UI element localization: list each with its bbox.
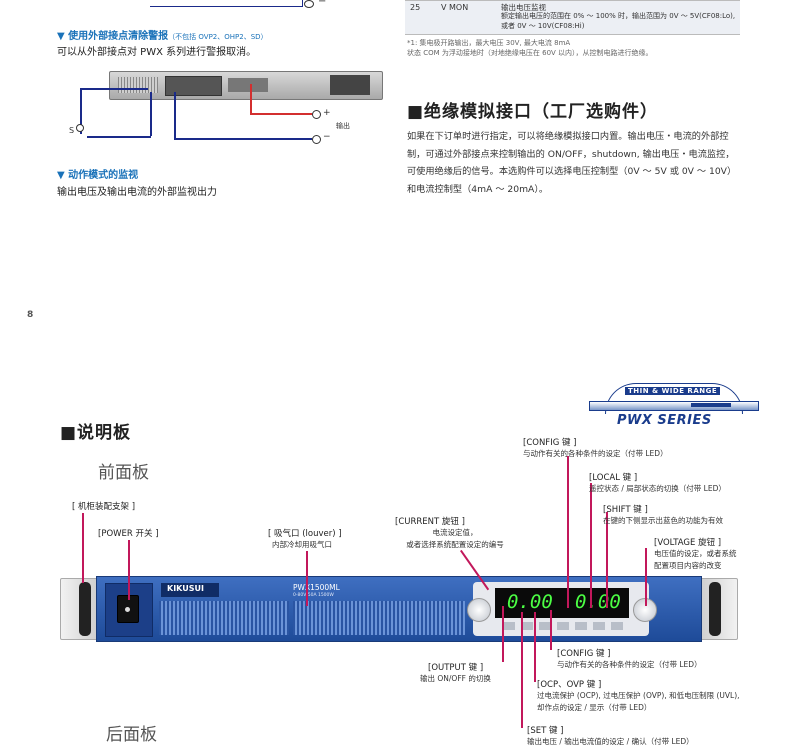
rear-vent: [118, 77, 158, 93]
pin-signal: V MON: [441, 3, 469, 12]
switch-label: S: [69, 126, 75, 135]
alarm-heading-text: ▼ 使用外部接点清除警报: [57, 31, 169, 42]
wire-red-v: [250, 84, 252, 114]
power-switch-led: [125, 607, 130, 612]
pin-desc-body: 额定输出电压的范围在 0% ～ 100% 时，输出范围为 0V ～ 5V(CF0…: [501, 12, 736, 30]
local-callout-desc: 遥控状态 / 局部状态的切换（付带 LED）: [589, 484, 726, 493]
rear-output-terminal: [330, 75, 370, 95]
leader-power: [128, 540, 130, 600]
logo-bar: [589, 401, 759, 411]
isolation-title: ■绝缘模拟接口（工厂选购件）: [407, 102, 659, 122]
alarm-heading: ▼ 使用外部接点清除警报（不包括 OVP2、OHP2、SD）: [57, 27, 268, 42]
logo-bar-window: [691, 403, 731, 407]
wire-h1: [80, 88, 148, 90]
plus-sign: +: [323, 108, 331, 118]
wire-h3: [174, 138, 312, 140]
front-panel-label: 前面板: [98, 463, 149, 483]
current-callout-desc: 电流设定值， 或者选择系统配置设定的编号: [406, 528, 504, 549]
rear-panel-label: 后面板: [106, 725, 157, 745]
leader-shift: [606, 512, 608, 608]
footnote: *1: 集电极开路输出，最大电压 30V, 最大电流 8mA 状态 COM 为浮…: [407, 39, 653, 57]
rack-callout: [ 机柜装配支架 ]: [72, 502, 136, 512]
pin-number: 25: [410, 3, 421, 12]
louver-callout-desc: 内部冷却用吸气口: [272, 540, 332, 549]
current-callout-title: [CURRENT 旋钮 ]: [395, 517, 465, 527]
leader-output: [502, 606, 504, 662]
output-callout-title: [OUTPUT 键 ]: [428, 663, 484, 673]
wire-v2: [150, 92, 152, 136]
front-panel: KIKUSUI PWX1500ML 0-80V 50A 1500W 0.00 0…: [96, 576, 702, 642]
top-wire: [150, 0, 303, 7]
voltage-callout-title: [VOLTAGE 旋钮 ]: [654, 538, 722, 548]
handle-left: [79, 582, 91, 636]
louver-callout-title: [ 吸气口 (louver) ]: [268, 529, 342, 539]
voltage-callout-desc: 电压值的设定，或者系统 配置项目内容的改变: [654, 549, 737, 570]
kikusui-logo: KIKUSUI: [161, 583, 219, 597]
rear-connector: [165, 76, 222, 96]
logo-main-text: PWX SERIES: [617, 413, 712, 428]
pin-desc-title: 输出电压监视: [501, 3, 546, 12]
leader-config1: [567, 456, 569, 608]
rear-lan: [228, 78, 268, 92]
alarm-body: 可以从外部接点对 PWX 系列进行警报取消。: [57, 47, 257, 58]
isolation-body: 如果在下订单时进行指定，可以将绝缘模拟接口内置。输出电压・电流的外部控制，可通过…: [407, 131, 737, 195]
table-row: 25 V MON 输出电压监视 额定输出电压的范围在 0% ～ 100% 时，输…: [405, 1, 740, 35]
leader-voltage: [645, 548, 647, 606]
leader-louver: [306, 551, 308, 606]
local-callout-title: [LOCAL 键 ]: [589, 473, 638, 483]
set-callout-desc: 输出电压 / 输出电流值的设定 / 确认（付带 LED）: [527, 737, 694, 746]
pwx-logo: THIN & WIDE RANGE PWX SERIES: [587, 383, 759, 433]
logo-top-text: THIN & WIDE RANGE: [625, 387, 721, 395]
table-top-rule: [405, 0, 740, 1]
louver-right: [293, 601, 465, 635]
ocp-callout-desc: 过电流保护 (OCP), 过电压保护 (OVP), 和低电压制限 (UVL), …: [537, 691, 740, 712]
wire-v3: [174, 92, 176, 138]
voltmeter-display: 0.00: [575, 591, 621, 613]
minus-sign: −: [323, 132, 331, 142]
monitor-body: 输出电压及输出电流的外部监视出力: [57, 187, 217, 198]
top-minus: −: [318, 0, 327, 7]
power-callout: [POWER 开关 ]: [98, 529, 159, 539]
leader-local: [590, 483, 592, 608]
config1-callout-desc: 与动作有关的各种条件的设定（付带 LED）: [523, 449, 668, 458]
control-panel: 0.00 0.00: [467, 582, 657, 636]
leader-ocp: [534, 612, 536, 682]
kikusui-logo-text: KIKUSUI: [167, 584, 204, 593]
ocp-callout-title: [OCP、OVP 键 ]: [537, 680, 602, 690]
button-row: [503, 622, 623, 630]
output-callout-desc: 输出 ON/OFF 的切换: [420, 674, 491, 683]
wire-vertical-1: [80, 88, 82, 134]
ammeter-display: 0.00: [507, 591, 553, 613]
model-label: PWX1500ML: [293, 583, 340, 592]
page-number: 8: [27, 310, 34, 320]
display: 0.00 0.00: [495, 588, 629, 618]
wire-h2: [87, 136, 151, 138]
panel-title: ■说明板: [60, 423, 132, 443]
leader-config2: [550, 610, 552, 650]
wire-red-h: [250, 113, 312, 115]
config1-callout-title: [CONFIG 键 ]: [523, 438, 577, 448]
spec-label: 0-80V 50A 1500W: [293, 593, 334, 598]
louver-left: [159, 601, 289, 635]
current-knob[interactable]: [467, 598, 491, 622]
shift-callout-desc: 在键的下侧显示出蓝色的功能为有效: [603, 516, 723, 525]
switch-contact: [76, 124, 84, 132]
leader-set: [521, 612, 523, 728]
config2-callout-title: [CONFIG 键 ]: [557, 649, 611, 659]
output-label: 输出: [336, 122, 350, 130]
alarm-heading-note: （不包括 OVP2、OHP2、SD）: [168, 33, 268, 41]
config2-callout-desc: 与动作有关的各种条件的设定（付带 LED）: [557, 660, 702, 669]
rear-panel-image: [109, 71, 383, 100]
set-callout-title: [SET 键 ]: [527, 726, 564, 736]
leader-rack: [82, 513, 84, 583]
terminal-minus: [312, 135, 321, 144]
shift-callout-title: [SHIFT 键 ]: [603, 505, 648, 515]
terminal-plus: [312, 110, 321, 119]
monitor-heading: ▼ 动作模式的监视: [57, 170, 139, 181]
handle-right: [709, 582, 721, 636]
top-terminal: [304, 0, 314, 8]
